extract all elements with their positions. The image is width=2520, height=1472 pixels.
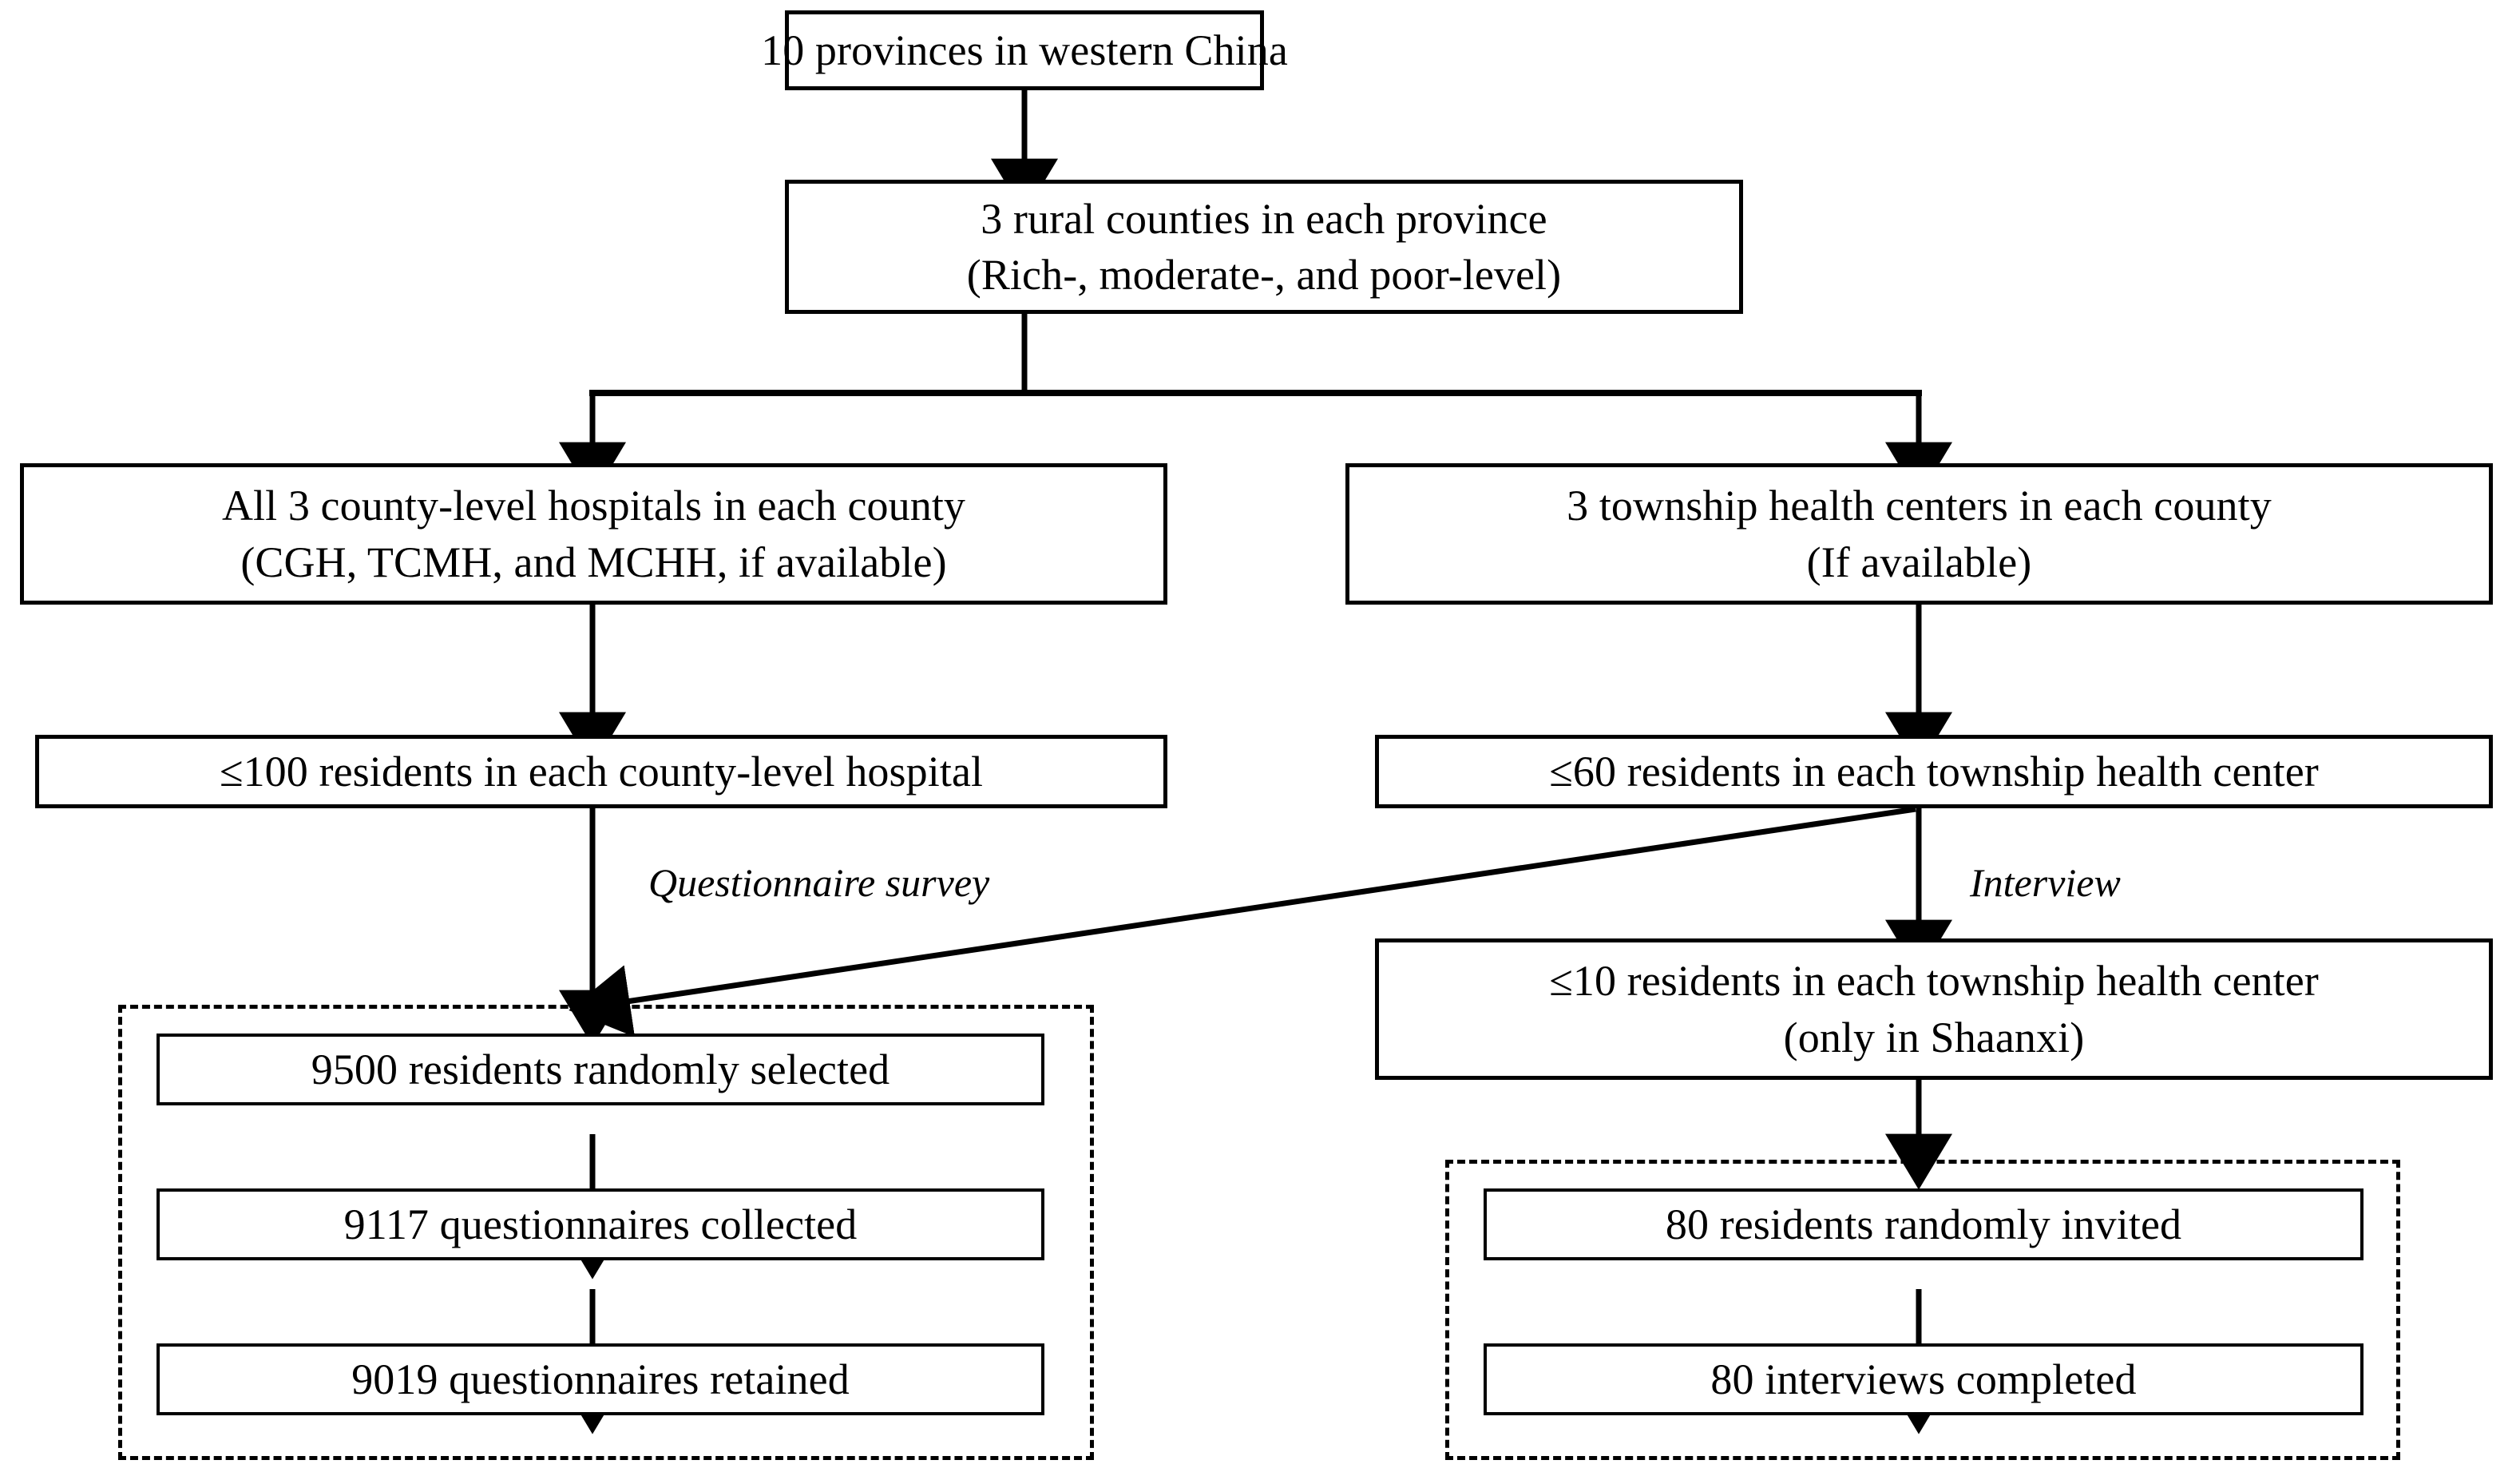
node-provinces-line-1: 10 provinces in western China [761, 26, 1288, 74]
node-township-centers-line-1: 3 township health centers in each county [1567, 482, 2272, 530]
node-residents-interview-line-2: (only in Shaanxi) [1783, 1013, 2085, 1061]
node-residents-interview[interactable]: ≤10 residents in each township health ce… [1375, 938, 2493, 1080]
node-residents-interview-line-1: ≤10 residents in each township health ce… [1549, 957, 2319, 1006]
node-counties[interactable]: 3 rural counties in each province (Rich-… [785, 180, 1743, 314]
node-county-hospitals-line-1: All 3 county-level hospitals in each cou… [221, 482, 966, 530]
node-counties-line-1: 3 rural counties in each province [981, 194, 1547, 243]
node-questionnaires-collected-line-1: 9117 questionnaires collected [343, 1200, 858, 1248]
node-residents-selected-line-1: 9500 residents randomly selected [311, 1045, 890, 1093]
edge-label-interview: Interview [1970, 860, 2121, 905]
node-township-centers[interactable]: 3 township health centers in each county… [1345, 463, 2493, 605]
node-residents-invited[interactable]: 80 residents randomly invited [1484, 1188, 2363, 1260]
node-questionnaires-retained[interactable]: 9019 questionnaires retained [157, 1343, 1044, 1415]
node-residents-per-hospital-line-1: ≤100 residents in each county-level hosp… [219, 747, 984, 796]
node-interviews-completed-line-1: 80 interviews completed [1710, 1355, 2137, 1403]
edge-label-questionnaire-survey: Questionnaire survey [648, 860, 990, 905]
node-provinces[interactable]: 10 provinces in western China [761, 10, 1288, 90]
node-residents-per-township[interactable]: ≤60 residents in each township health ce… [1375, 735, 2493, 808]
group-questionnaire-survey [118, 1005, 1094, 1460]
node-residents-selected[interactable]: 9500 residents randomly selected [157, 1034, 1044, 1105]
node-counties-line-2: (Rich-, moderate-, and poor-level) [966, 251, 1562, 299]
node-residents-per-township-line-1: ≤60 residents in each township health ce… [1549, 747, 2319, 796]
group-interview [1445, 1160, 2400, 1460]
node-interviews-completed[interactable]: 80 interviews completed [1484, 1343, 2363, 1415]
node-county-hospitals-line-2: (CGH, TCMH, and MCHH, if available) [240, 538, 947, 586]
node-county-hospitals[interactable]: All 3 county-level hospitals in each cou… [20, 463, 1167, 605]
node-residents-invited-line-1: 80 residents randomly invited [1665, 1200, 2182, 1248]
node-residents-per-hospital[interactable]: ≤100 residents in each county-level hosp… [35, 735, 1167, 808]
node-questionnaires-collected[interactable]: 9117 questionnaires collected [157, 1188, 1044, 1260]
node-township-centers-line-2: (If available) [1806, 538, 2032, 586]
node-questionnaires-retained-line-1: 9019 questionnaires retained [351, 1355, 850, 1403]
